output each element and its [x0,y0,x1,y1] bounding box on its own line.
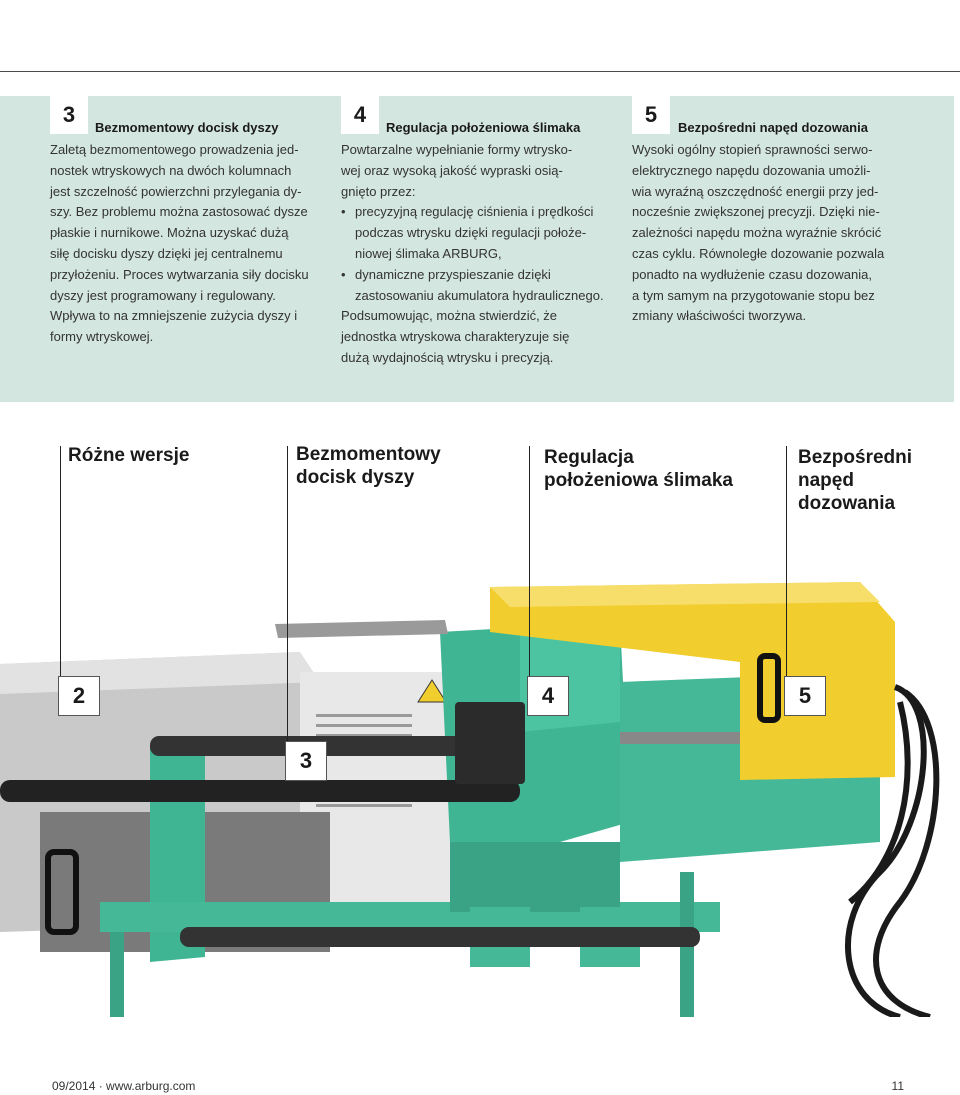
section-body: Wysoki ogólny stopień sprawności serwo- … [632,140,884,327]
body-line: formy wtryskowej. [50,329,154,345]
body-line: Powtarzalne wypełnianie formy wtrysko- [341,142,573,157]
body-line: wia wyraźną oszczędność energii przy jed… [632,183,879,199]
label-nozzle: Bezmomentowy docisk dyszy [296,443,441,489]
label-screw: Regulacja położeniowa ślimaka [544,446,733,492]
body-line: jednostka wtryskowa charakteryzuje się [341,329,570,345]
body-line: przyłożeniu. Proces wytwarzania siły doc… [50,266,309,282]
label-line: napęd [798,470,854,491]
body-line: zastosowaniu akumulatora hydraulicznego. [355,287,604,303]
body-line: nocześnie zwiększonej precyzji. Dzięki n… [632,204,880,220]
body-line: elektrycznego napędu dozowania umożli- [632,162,871,178]
label-line: dozowania [798,493,896,514]
body-line: wej oraz wysoką jakość wypraski osią- [341,162,563,178]
section-body: Powtarzalne wypełnianie formy wtrysko- w… [341,140,604,369]
nozzle-plate [455,702,525,784]
body-line: niowej ślimaka ARBURG, [355,245,502,261]
callout-2: 2 [58,676,100,716]
body-line: płaskie i nurnikowe. Można uzyskać dużą [50,225,289,241]
label-line: docisk dyszy [296,467,415,488]
body-line: gnięto przez: [341,183,416,199]
bullet-list: precyzyjną regulację ciśnienia i prędkoś… [341,202,604,306]
label-line: położeniowa ślimaka [544,470,733,491]
body-line: dużą wydajnością wtrysku i precyzją. [341,349,554,365]
machine-figure: Różne wersje Bezmomentowy docisk dyszy R… [0,402,960,1017]
callout-line-5 [786,446,787,676]
label-line: Bezpośredni [798,447,913,468]
label-versions: Różne wersje [68,445,190,466]
body-line: nostek wtryskowych na dwóch kolumnach [50,162,292,178]
info-panel: 3 Bezmomentowy docisk dyszy Zaletą bezmo… [0,96,954,402]
section-number: 4 [341,96,379,134]
bullet-item: dynamiczne przyspieszanie dzięki zastoso… [341,265,604,307]
bullet-item: precyzyjną regulację ciśnienia i prędkoś… [341,202,604,264]
label-line: Bezmomentowy [296,444,441,465]
body-line: Zaletą bezmomentowego prowadzenia jed- [50,142,299,157]
callout-4: 4 [527,676,569,716]
section-number: 3 [50,96,88,134]
top-rule [0,71,960,72]
body-line: zależności napędu można wyraźnie skrócić [632,225,882,241]
body-line: podczas wtrysku dzięki regulacji położe- [355,225,587,241]
callout-line-3 [287,446,288,741]
body-line: dyszy jest programowany i regulowany. [50,287,276,303]
body-line: Wysoki ogólny stopień sprawności serwo- [632,142,873,157]
section-number: 5 [632,96,670,134]
callout-5: 5 [784,676,826,716]
page-number: 11 [891,1079,904,1093]
body-line: dynamiczne przyspieszanie dzięki [355,266,551,282]
body-line: szy. Bez problemu można zastosować dysze [50,204,308,220]
body-line: siłę docisku dyszy dzięki jej centralnem… [50,245,283,261]
body-line: a tym samym na przygotowanie stopu bez [632,287,875,303]
section-title: Regulacja położeniowa ślimaka [386,120,581,135]
section-title: Bezpośredni napęd dozowania [678,120,868,135]
hoses [845,684,940,1017]
yellow-hood [490,582,895,780]
label-line: Regulacja [544,447,634,468]
body-line: jest szczelność powierzchni przylegania … [50,183,302,199]
footer-date-url: 09/2014 · www.arburg.com [52,1079,196,1093]
body-line: ponadto na wydłużenie czasu dozowania, [632,266,872,282]
body-line: zmiany właściwości tworzywa. [632,308,807,324]
body-line: precyzyjną regulację ciśnienia i prędkoś… [355,204,594,220]
callout-line-2 [60,446,61,676]
callout-3: 3 [285,741,327,781]
section-body: Zaletą bezmomentowego prowadzenia jed- n… [50,140,309,348]
callout-line-4 [529,446,530,676]
top-bracket [275,620,448,638]
label-drive: Bezpośredni napęd dozowania [798,446,912,515]
body-line: Podsumowując, można stwierdzić, że [341,308,558,324]
body-line: Wpływa to na zmniejszenie zużycia dyszy … [50,308,298,324]
body-line: czas cyklu. Równoległe dozowanie pozwala [632,245,885,261]
section-title: Bezmomentowy docisk dyszy [95,120,279,135]
